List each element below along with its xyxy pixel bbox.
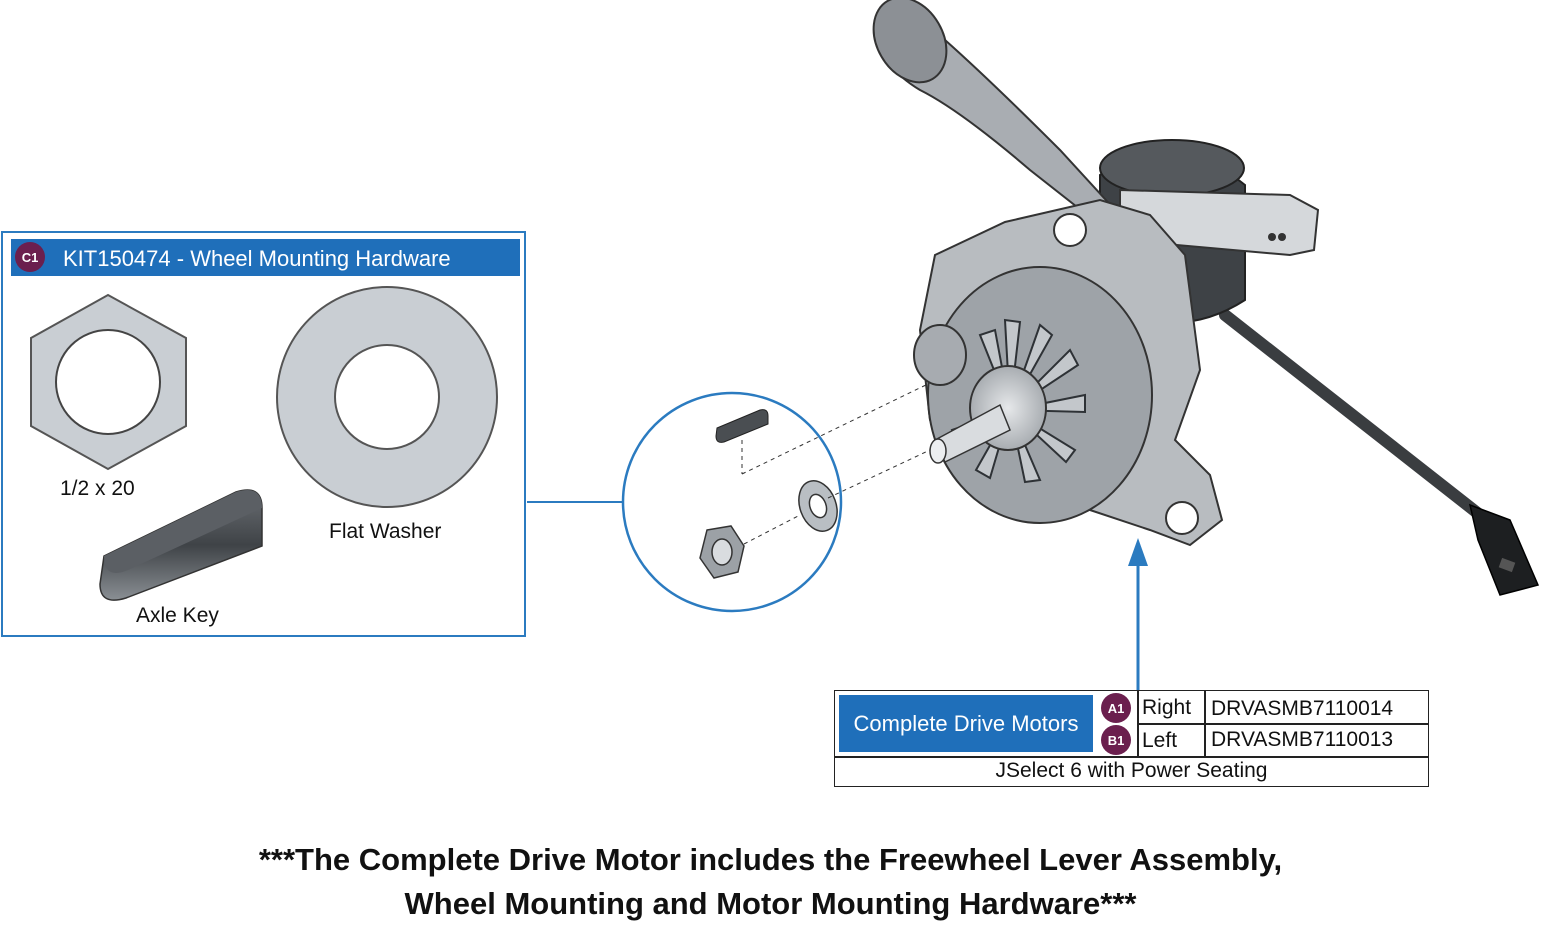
configuration-label: JSelect 6 with Power Seating [995, 759, 1268, 782]
small-nut-icon [699, 525, 745, 579]
axle-key-icon [99, 489, 263, 601]
washer-label: Flat Washer [329, 520, 442, 543]
callout-arrow [1128, 538, 1148, 690]
small-washer-icon [798, 480, 838, 532]
hex-nut-icon [30, 293, 187, 471]
drive-motor-icon [872, 0, 1540, 596]
row-side-left: Left [1142, 729, 1178, 752]
footnote: ***The Complete Drive Motor includes the… [0, 838, 1541, 926]
row-badge-b1: B1 [1101, 725, 1131, 755]
connector-plug-icon [1468, 503, 1540, 596]
parts-table: Complete Drive Motors A1 B1 Right Left D… [834, 690, 1429, 787]
kit-badge: C1 [15, 242, 45, 272]
part-number-right: DRVASMB7110014 [1211, 697, 1394, 720]
key-label: Axle Key [136, 604, 219, 627]
flat-washer-icon [276, 286, 498, 508]
detail-zoom-circle [621, 382, 931, 613]
row-side-right: Right [1142, 696, 1192, 719]
kit-header: C1 KIT150474 - Wheel Mounting Hardware [11, 239, 520, 276]
footnote-line-2: Wheel Mounting and Motor Mounting Hardwa… [404, 886, 1137, 921]
footnote-line-1: ***The Complete Drive Motor includes the… [258, 842, 1283, 877]
kit-callout-box: C1 KIT150474 - Wheel Mounting Hardware 1… [1, 231, 526, 637]
nut-label: 1/2 x 20 [60, 477, 135, 500]
small-key-icon [715, 409, 769, 443]
complete-drive-motors-label: Complete Drive Motors [839, 695, 1093, 752]
row-badge-a1: A1 [1101, 693, 1131, 723]
part-number-left: DRVASMB7110013 [1211, 728, 1394, 751]
freewheel-lever-icon [872, 0, 1117, 227]
kit-title: KIT150474 - Wheel Mounting Hardware [63, 246, 451, 271]
